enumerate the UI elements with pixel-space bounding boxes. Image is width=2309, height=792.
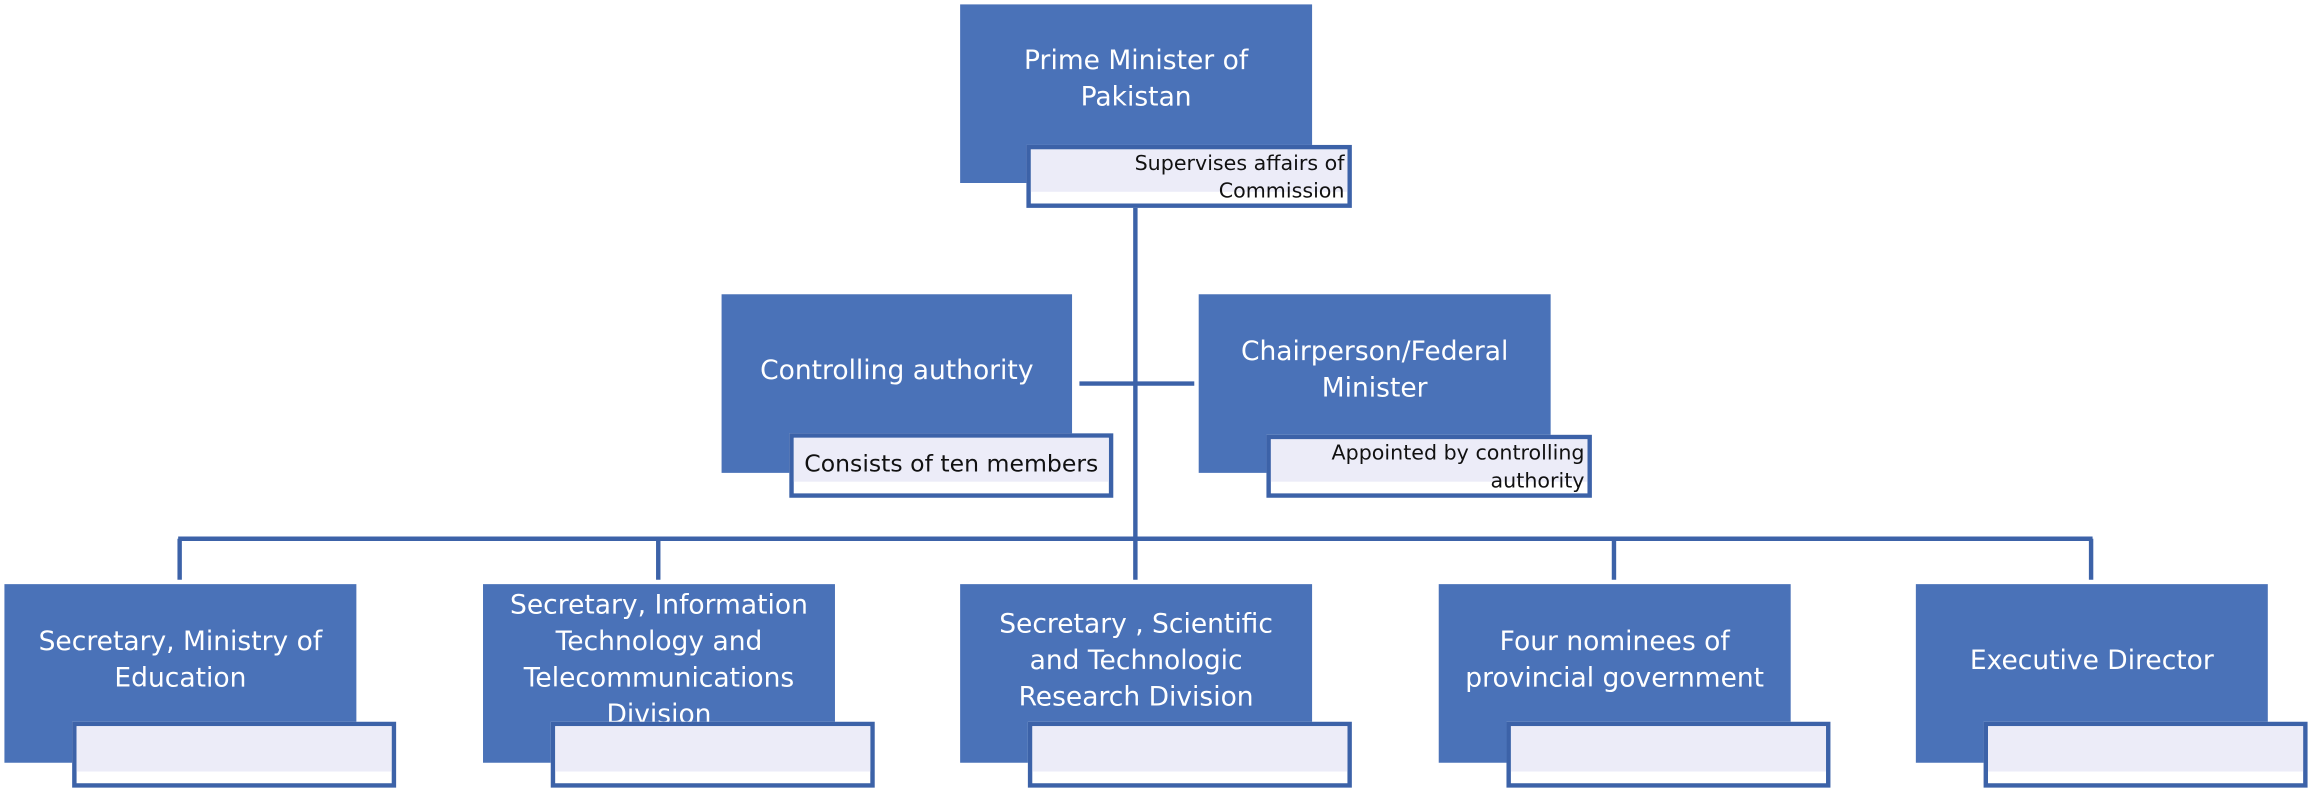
prime-minister-note-box: Supervises affairs of Commission: [1026, 144, 1352, 208]
controlling-authority-label: Controlling authority: [760, 355, 1034, 386]
member-education-label: Secretary, Ministry of Education: [38, 626, 323, 694]
controlling-authority-note: Consists of ten members: [804, 449, 1099, 478]
controlling-authority-note-box: Consists of ten members: [789, 433, 1114, 498]
member-str-label: Secretary , Scientific and Technologic R…: [999, 608, 1273, 713]
chairperson-note: Appointed by controlling authority: [1331, 442, 1585, 494]
chairperson-label: Chairperson/Federal Minister: [1240, 336, 1509, 405]
member-it-telecom-label: Secretary, Information Technology and Te…: [510, 589, 808, 731]
member-executive-note-box: [1983, 721, 2308, 788]
member-provincial-label: Four nominees of provincial government: [1465, 626, 1765, 694]
member-provincial-note-box: [1506, 721, 1831, 788]
prime-minister-note: Supervises affairs of Commission: [1134, 152, 1345, 204]
member-str-note-box: [1027, 721, 1352, 788]
prime-minister-label: Prime Minister of Pakistan: [1024, 45, 1249, 113]
member-education-note-box: [72, 721, 397, 788]
member-it-telecom-note-box: [550, 721, 875, 788]
chairperson-note-box: Appointed by controlling authority: [1266, 434, 1592, 498]
member-executive-label: Executive Director: [1969, 644, 2214, 676]
